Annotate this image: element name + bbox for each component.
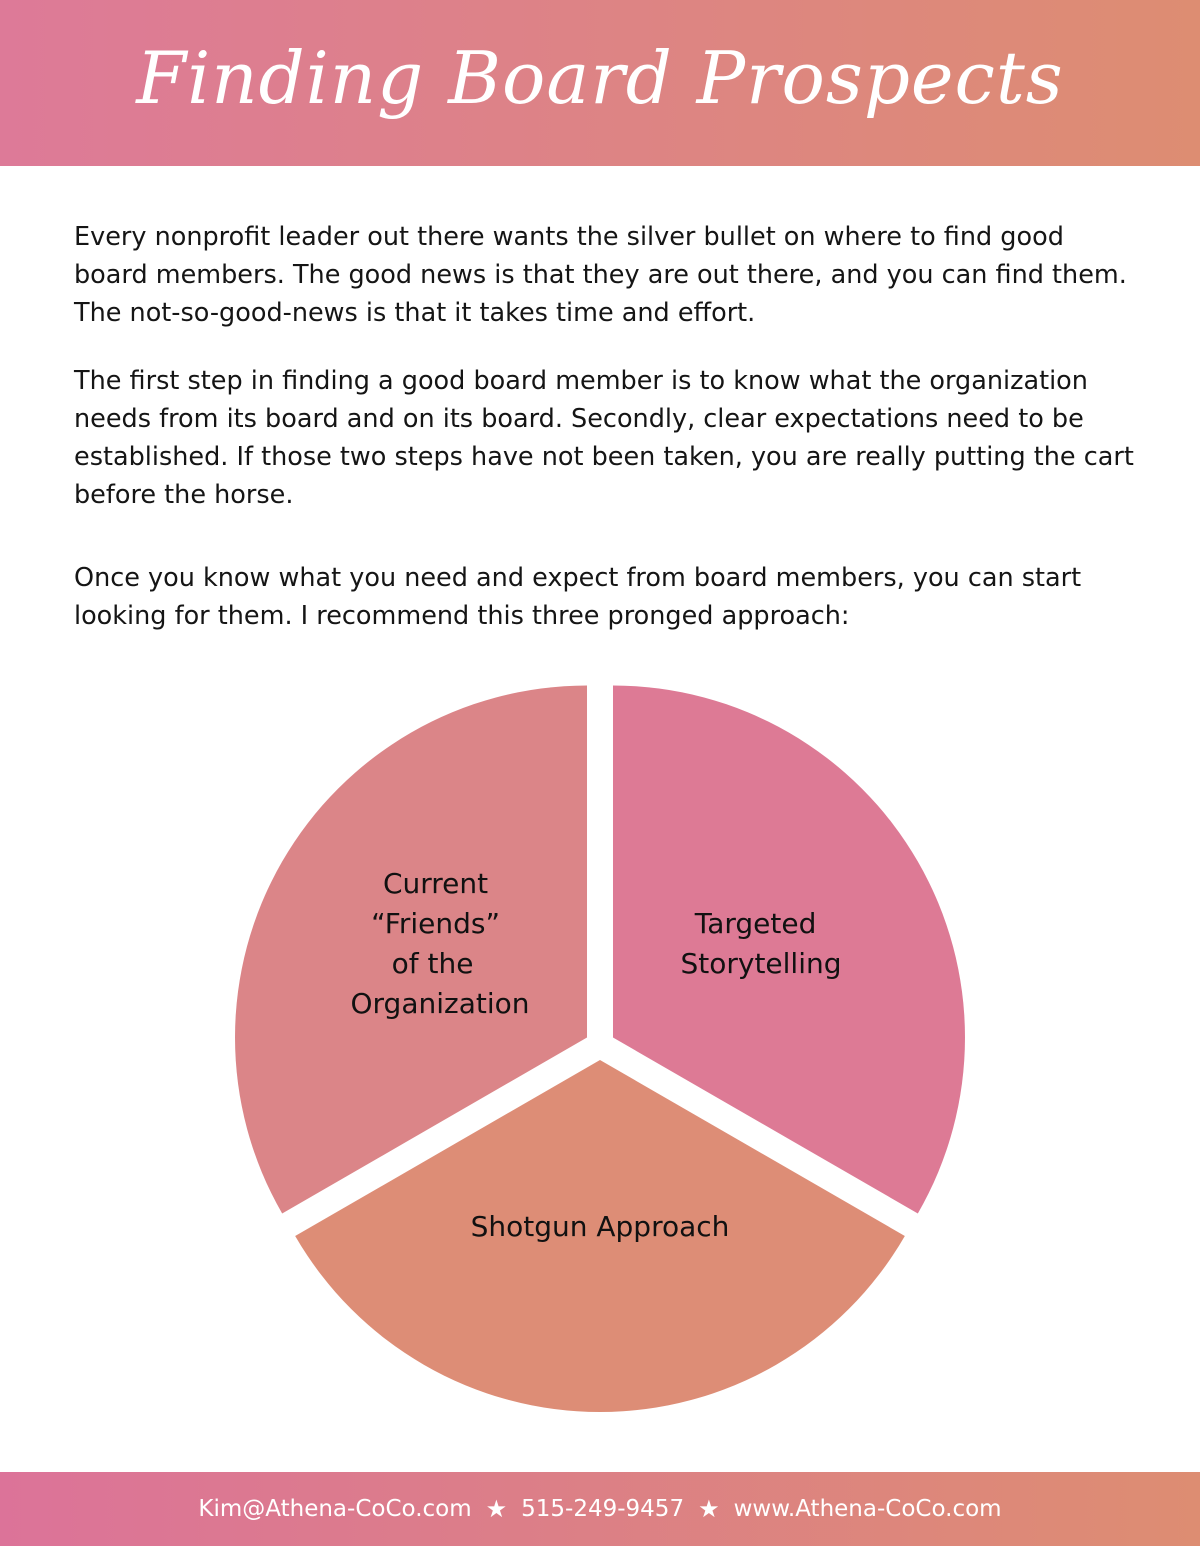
segment-label: Current “Friends” of the Organization: [350, 867, 529, 1020]
intro-text: Every nonprofit leader out there wants t…: [74, 218, 1134, 665]
star-icon: ★: [698, 1495, 720, 1523]
segment-targeted-storytelling: Targeted Storytelling: [612, 685, 965, 1214]
segment-shotgun-approach: Shotgun Approach: [295, 1060, 905, 1412]
page-title: Finding Board Prospects: [136, 36, 1064, 120]
star-icon: ★: [485, 1495, 508, 1523]
paragraph: Once you know what you need and expect f…: [74, 563, 1082, 631]
segment-shape: [612, 685, 965, 1214]
segment-label: Targeted Storytelling: [680, 907, 841, 980]
footer-phone[interactable]: 515-249-9457: [521, 1496, 685, 1522]
segment-shape: [295, 1060, 905, 1412]
segment-shape: [235, 685, 588, 1214]
footer-contact-bar: Kim@Athena-CoCo.com ★ 515-249-9457 ★ www…: [0, 1472, 1200, 1546]
paragraph: The first step in finding a good board m…: [74, 366, 1134, 510]
segment-current-friends: Current “Friends” of the Organization: [235, 685, 588, 1214]
footer-email-link[interactable]: Kim@Athena-CoCo.com: [198, 1496, 472, 1522]
three-pronged-approach-diagram: Current “Friends” of the Organization Ta…: [235, 685, 965, 1412]
segment-label: Shotgun Approach: [471, 1210, 730, 1243]
footer-website-link[interactable]: www.Athena-CoCo.com: [733, 1496, 1002, 1522]
paragraph: Every nonprofit leader out there wants t…: [74, 222, 1127, 328]
header-banner: Finding Board Prospects: [0, 0, 1200, 166]
